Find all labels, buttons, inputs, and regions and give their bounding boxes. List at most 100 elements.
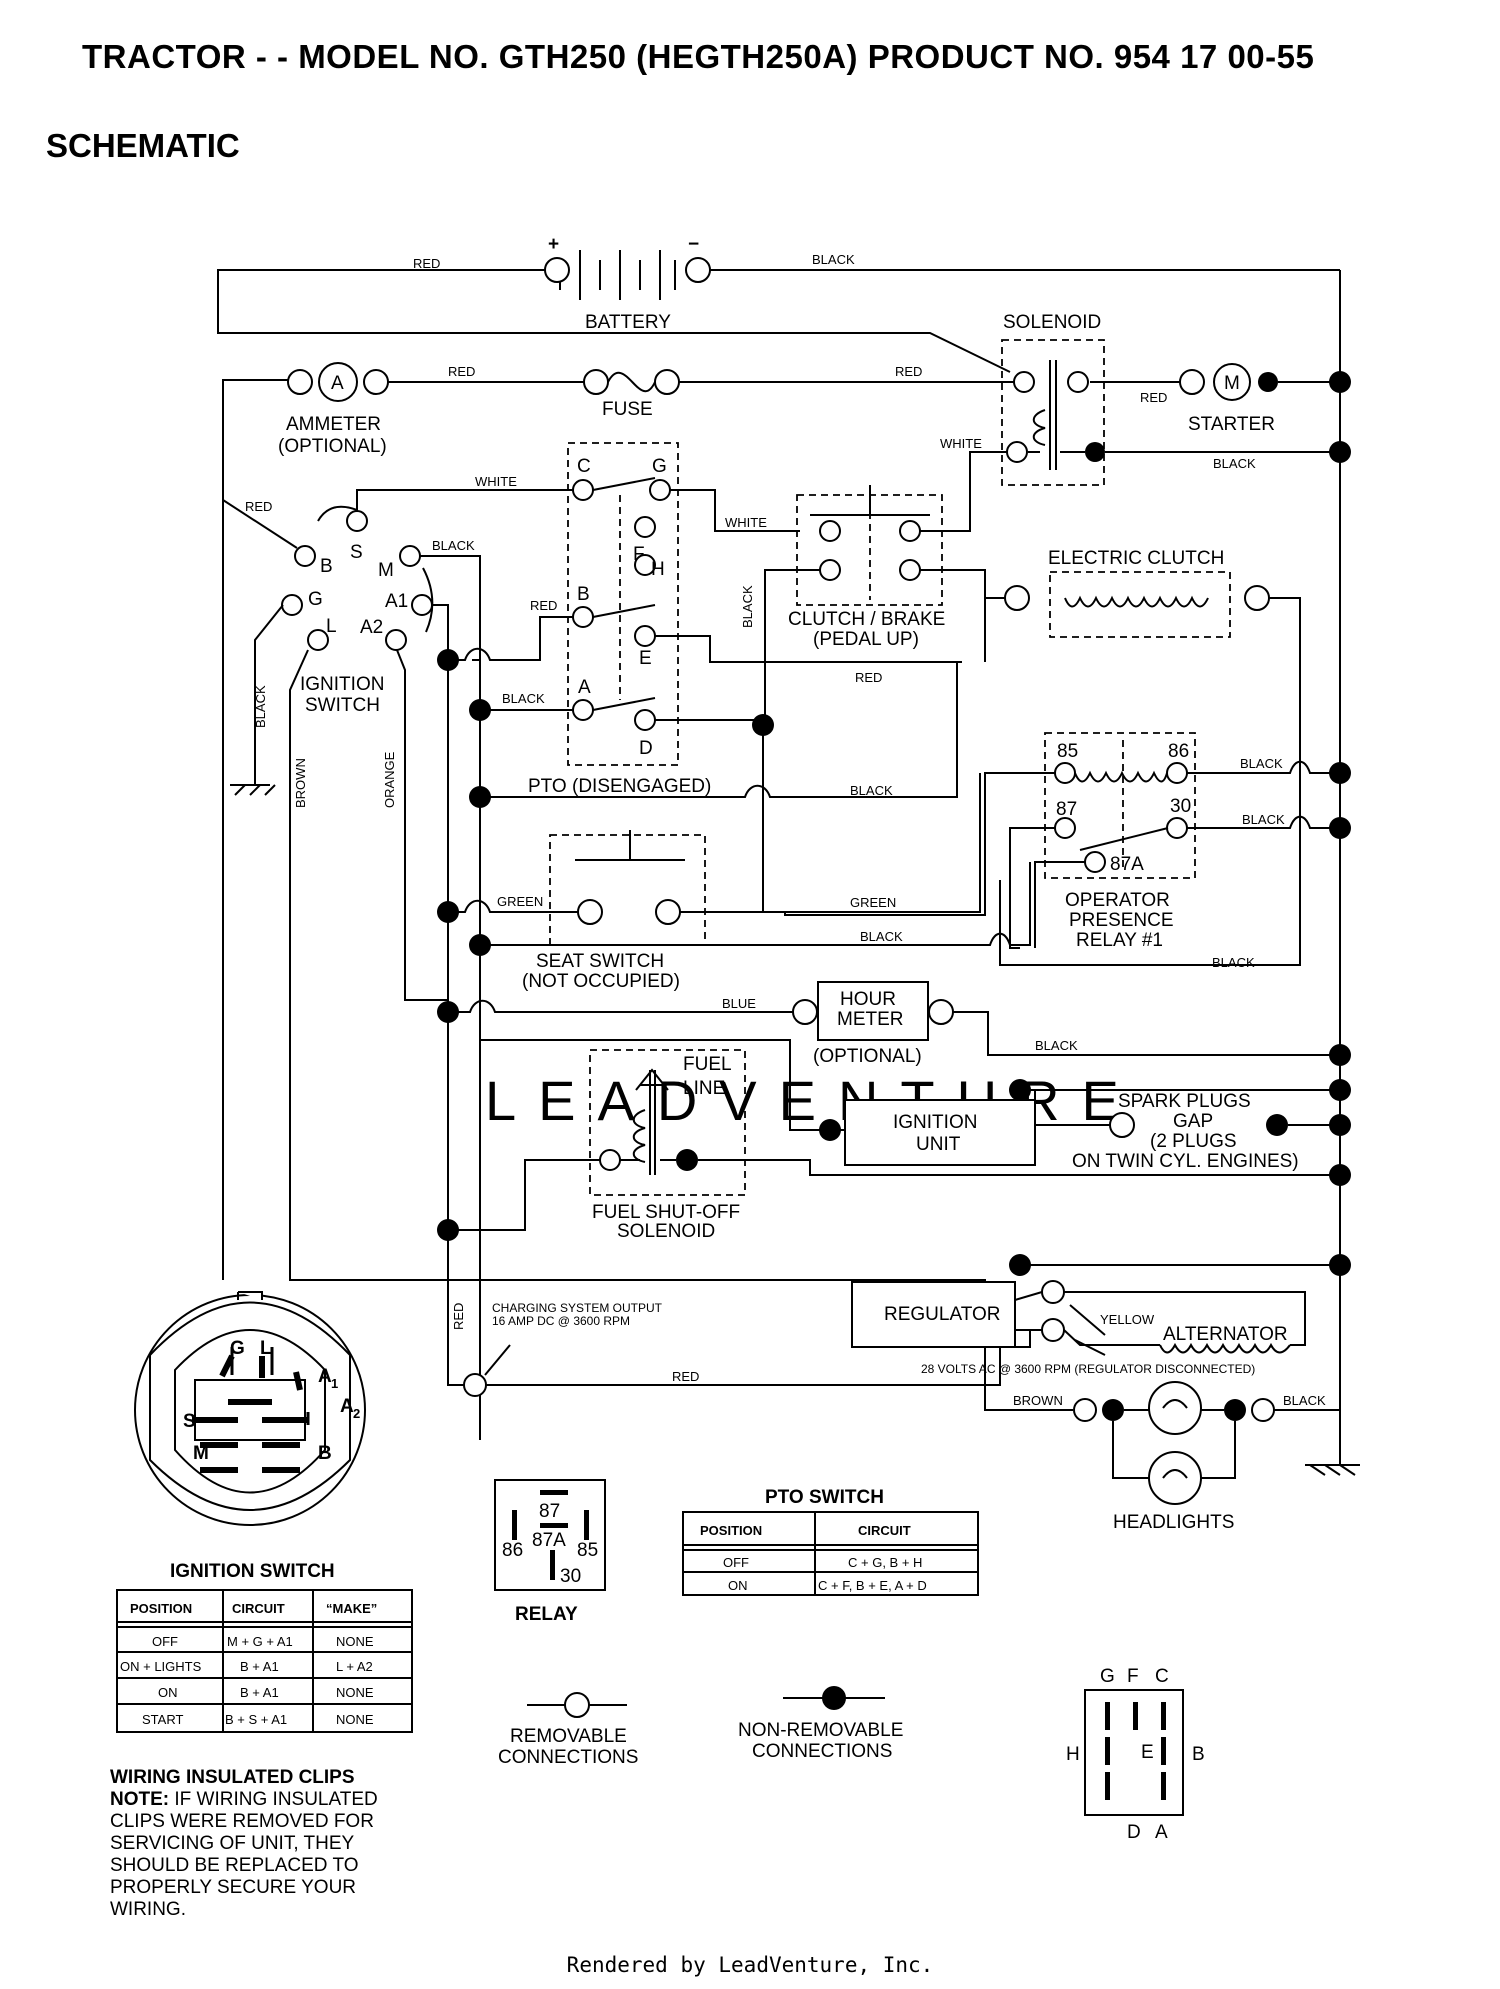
battery: + − BATTERY bbox=[544, 234, 711, 333]
relay-legend-85: 85 bbox=[577, 1540, 598, 1561]
pto-terminal-b: B bbox=[577, 584, 590, 605]
ammeter-symbol: A bbox=[331, 373, 344, 394]
pto-pin-b: B bbox=[1192, 1744, 1205, 1765]
starter-label: STARTER bbox=[1188, 414, 1275, 435]
pto-pin-e: E bbox=[1141, 1742, 1154, 1763]
spark-plugs-label-1: SPARK PLUGS bbox=[1118, 1091, 1251, 1112]
nonremovable-label-1: NON-REMOVABLE bbox=[738, 1720, 903, 1741]
footer-credit: Rendered by LeadVenture, Inc. bbox=[566, 1953, 934, 1977]
relay-87-wire bbox=[1009, 827, 1055, 949]
pto-terminal-h: H bbox=[651, 559, 665, 580]
relay-terminal-86: 86 bbox=[1168, 741, 1189, 762]
ignition-switch-face: G L A 1 A 2 S M B bbox=[134, 1291, 366, 1526]
hour-meter-blue-wire bbox=[448, 999, 793, 1013]
connection-legend: REMOVABLE CONNECTIONS NON-REMOVABLE CONN… bbox=[498, 1686, 903, 1768]
wire-label-black: BLACK bbox=[1212, 955, 1255, 970]
operator-relay-label-1: OPERATOR bbox=[1065, 890, 1170, 911]
electric-clutch-label: ELECTRIC CLUTCH bbox=[1048, 548, 1224, 569]
pto-switch: C G F H B E A D PTO (DISENGAGED) bbox=[528, 442, 711, 797]
ign-face-l: L bbox=[260, 1338, 272, 1359]
battery-minus-label: − bbox=[688, 234, 699, 255]
ign-terminal-m: M bbox=[378, 560, 394, 581]
wire-label-white: WHITE bbox=[940, 436, 982, 451]
fuse-label: FUSE bbox=[602, 399, 653, 420]
regulator-label: REGULATOR bbox=[884, 1304, 1001, 1325]
hour-meter-label-1: HOUR bbox=[840, 989, 896, 1010]
seat-green-wire-left bbox=[448, 899, 578, 913]
ign-face-a2: A bbox=[340, 1396, 354, 1417]
relay-legend-87a: 87A bbox=[532, 1530, 566, 1551]
pto-pin-f: F bbox=[1127, 1666, 1139, 1687]
ign-face-g: G bbox=[230, 1338, 245, 1359]
pto-pinout: G F C H E B D A bbox=[1066, 1666, 1205, 1843]
seat-green-wire-right bbox=[680, 725, 981, 913]
spark-plugs-label-2: GAP bbox=[1173, 1111, 1213, 1132]
relay-legend: 87 87A 86 85 30 RELAY bbox=[494, 1479, 606, 1625]
hour-meter-black-wire bbox=[953, 1011, 1340, 1056]
ign-table-r1c1: B + A1 bbox=[240, 1659, 279, 1674]
ign-table-r2c2: NONE bbox=[336, 1685, 374, 1700]
fuel-solenoid-ground-wire bbox=[698, 1159, 1340, 1176]
clutch-black-wire bbox=[764, 569, 820, 725]
wire-label-red: RED bbox=[855, 670, 882, 685]
ign-terminal-a2: A2 bbox=[360, 617, 383, 638]
ignition-table-title: IGNITION SWITCH bbox=[170, 1561, 335, 1582]
relay-legend-87: 87 bbox=[539, 1501, 560, 1522]
operator-presence-relay: 85 86 87 30 87A OPERATOR PRESENCE RELAY … bbox=[1044, 732, 1196, 951]
pto-terminal-a: A bbox=[578, 677, 591, 698]
seat-black-wire bbox=[480, 862, 1031, 946]
ammeter: A AMMETER (OPTIONAL) bbox=[222, 362, 389, 1280]
wire-label-red: RED bbox=[245, 499, 272, 514]
pto-e-wire bbox=[655, 635, 962, 663]
wire-label-white: WHITE bbox=[475, 474, 517, 489]
note-line-1: IF WIRING INSULATED bbox=[169, 1789, 378, 1810]
pto-terminal-c: C bbox=[577, 456, 591, 477]
operator-relay-label-2: PRESENCE bbox=[1069, 910, 1174, 931]
wire-label-black: BLACK bbox=[740, 585, 755, 628]
wire-label-black: BLACK bbox=[850, 783, 893, 798]
note-line-6: WIRING. bbox=[110, 1899, 186, 1920]
ign-s-white-wire bbox=[356, 489, 575, 511]
ign-table-r2c0: ON bbox=[158, 1685, 178, 1700]
ignition-switch-label: IGNITION bbox=[300, 674, 384, 695]
ignition-unit-label-1: IGNITION bbox=[893, 1112, 977, 1133]
battery-plus-label: + bbox=[548, 234, 559, 255]
alternator-note: 28 VOLTS AC @ 3600 RPM (REGULATOR DISCON… bbox=[921, 1362, 1255, 1376]
ign-g-black-wire bbox=[254, 604, 284, 785]
relay-86-black-wire bbox=[1187, 760, 1340, 774]
nonremovable-label-2: CONNECTIONS bbox=[752, 1741, 892, 1762]
seat-switch: SEAT SWITCH (NOT OCCUPIED) bbox=[522, 830, 706, 992]
fuel-solenoid-feed-wire bbox=[448, 1159, 600, 1231]
ignition-switch-label-2: SWITCH bbox=[305, 695, 380, 716]
wire-label-red: RED bbox=[413, 256, 440, 271]
removable-label-2: CONNECTIONS bbox=[498, 1747, 638, 1768]
wire-label-black: BLACK bbox=[1283, 1393, 1326, 1408]
spark-plugs-label-3: (2 PLUGS bbox=[1150, 1131, 1237, 1152]
hour-meter-note: (OPTIONAL) bbox=[813, 1046, 922, 1067]
wire-label-black: BLACK bbox=[1242, 812, 1285, 827]
relay-87a-wire bbox=[1034, 861, 1085, 948]
ign-face-m: M bbox=[193, 1443, 209, 1464]
ign-terminal-a1: A1 bbox=[385, 591, 408, 612]
hour-meter-label-2: METER bbox=[837, 1009, 904, 1030]
wire-label-black: BLACK bbox=[860, 929, 903, 944]
fuel-line-label-2: LINE bbox=[683, 1078, 725, 1099]
removable-label-1: REMOVABLE bbox=[510, 1726, 627, 1747]
ign-table-r0c1: M + G + A1 bbox=[227, 1634, 293, 1649]
ign-m-black-wire bbox=[420, 555, 481, 1440]
battery-red-wire bbox=[217, 269, 1011, 373]
ign-table-r0c0: OFF bbox=[152, 1634, 178, 1649]
ign-l-brown-wire bbox=[289, 649, 1073, 1411]
ignition-unit-feed-wire bbox=[480, 1039, 845, 1131]
fuel-line-label-1: FUEL bbox=[683, 1054, 732, 1075]
fuse: FUSE bbox=[583, 369, 680, 420]
note-title: WIRING INSULATED CLIPS bbox=[110, 1767, 355, 1788]
wire-label-white: WHITE bbox=[725, 515, 767, 530]
ignition-unit-label-2: UNIT bbox=[916, 1134, 961, 1155]
wiring-clips-note: WIRING INSULATED CLIPS NOTE: IF WIRING I… bbox=[110, 1767, 378, 1920]
pto-pin-h: H bbox=[1066, 1744, 1080, 1765]
ign-table-r3c2: NONE bbox=[336, 1712, 374, 1727]
wire-label-red: RED bbox=[530, 598, 557, 613]
seat-switch-label: SEAT SWITCH bbox=[536, 951, 664, 972]
